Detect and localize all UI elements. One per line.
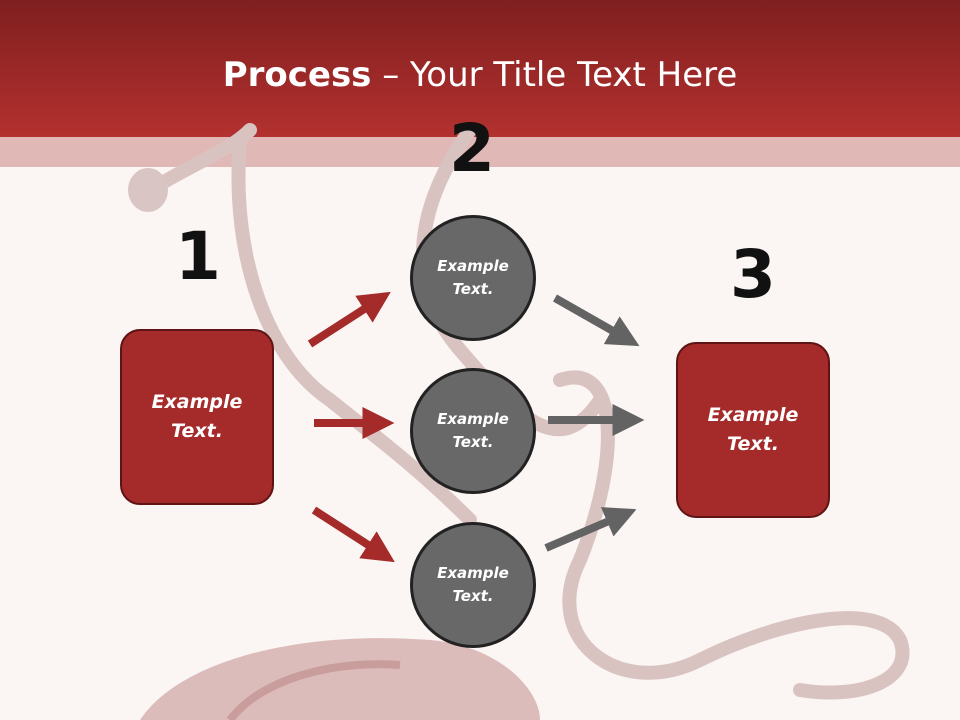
title-header (0, 0, 960, 137)
title-bold: Process (222, 55, 372, 95)
step-number-1: 1 (175, 218, 221, 295)
circle-middle-label: Example Text. (437, 410, 509, 451)
header-band (0, 137, 960, 167)
left-box: Example Text. (120, 329, 274, 505)
title-rest: – Your Title Text Here (371, 55, 738, 95)
arrow-left-to-top (307, 291, 391, 348)
circle-middle: Example Text. (410, 368, 536, 494)
circle-bottom-label: Example Text. (437, 564, 509, 605)
right-box-label: Example Text. (707, 404, 799, 455)
circle-top-label: Example Text. (437, 257, 509, 298)
slide-title: Process – Your Title Text Here (0, 52, 960, 98)
circle-bottom: Example Text. (410, 522, 536, 648)
arrow-left-to-bottom (311, 506, 395, 563)
step-number-2: 2 (449, 110, 495, 187)
arrow-top-to-right (553, 294, 640, 347)
arrow-bottom-to-right (544, 507, 637, 552)
circle-top: Example Text. (410, 215, 536, 341)
right-box: Example Text. (676, 342, 830, 518)
step-number-3: 3 (730, 236, 776, 313)
left-box-label: Example Text. (151, 391, 243, 442)
